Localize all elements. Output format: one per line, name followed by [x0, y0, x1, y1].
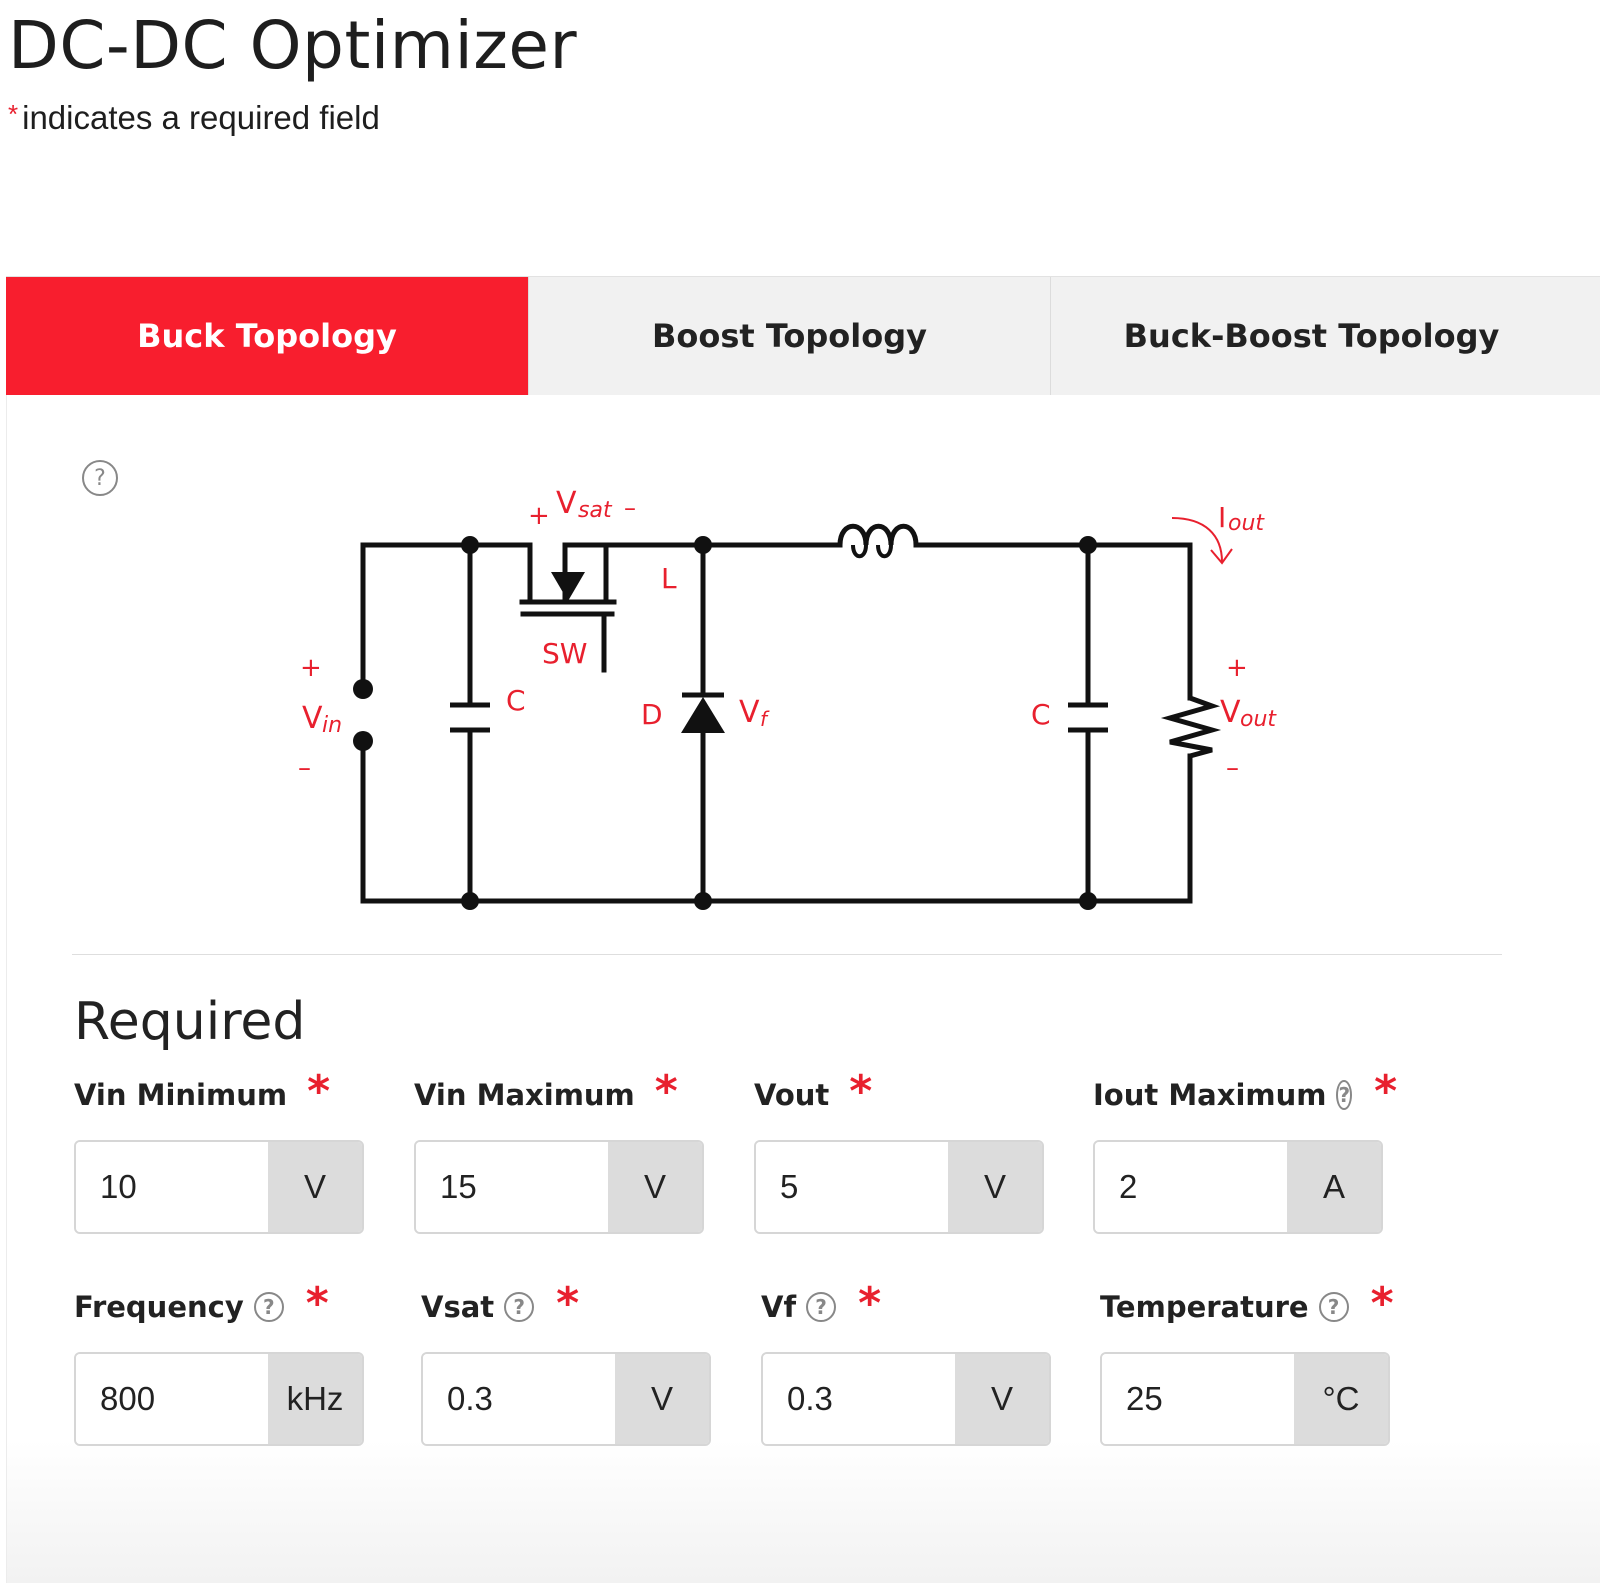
vin-subscript: in [322, 713, 342, 738]
vf-input[interactable] [763, 1354, 955, 1444]
iout-maximum-input-group: A [1093, 1140, 1383, 1234]
temperature-unit: °C [1294, 1354, 1388, 1444]
diagram-help-icon[interactable]: ? [82, 460, 118, 496]
field-temperature: Temperature ? * °C [1100, 1278, 1400, 1446]
required-marker: * [305, 1277, 329, 1329]
vout-input[interactable] [756, 1142, 948, 1232]
iout-maximum-unit: A [1287, 1142, 1381, 1232]
required-marker: * [654, 1065, 678, 1117]
vout-minus-label: – [1226, 753, 1239, 783]
vin-maximum-input[interactable] [416, 1142, 608, 1232]
vin-maximum-input-group: V [414, 1140, 704, 1234]
switch-label: SW [542, 637, 587, 670]
iout-maximum-input[interactable] [1095, 1142, 1287, 1232]
required-field-note: *indicates a required field [8, 94, 380, 138]
tab-buck-topology[interactable]: Buck Topology [6, 277, 528, 395]
vout-plus-label: + [1226, 653, 1248, 683]
vf-label: V [739, 695, 760, 730]
vout-unit: V [948, 1142, 1042, 1232]
vf-help-icon[interactable]: ? [806, 1292, 837, 1322]
temperature-input[interactable] [1102, 1354, 1294, 1444]
vsat-help-icon[interactable]: ? [504, 1292, 535, 1322]
required-marker: * [1370, 1277, 1394, 1329]
vf-field-label: Vf [761, 1290, 797, 1324]
iout-maximum-help-icon[interactable]: ? [1336, 1080, 1353, 1110]
output-capacitor-label: C [1031, 698, 1051, 731]
required-marker: * [849, 1065, 873, 1117]
required-marker: * [1374, 1065, 1398, 1117]
tab-buck-boost-topology[interactable]: Buck-Boost Topology [1050, 277, 1572, 395]
field-iout-maximum: Iout Maximum ? * A [1093, 1066, 1397, 1234]
field-vf: Vf ? * V [761, 1278, 1061, 1446]
temperature-help-icon[interactable]: ? [1318, 1292, 1349, 1322]
vout-subscript: out [1240, 707, 1277, 732]
field-frequency: Frequency ? * kHz [74, 1278, 374, 1446]
vin-maximum-unit: V [608, 1142, 702, 1232]
vsat-input[interactable] [423, 1354, 615, 1444]
tab-boost-topology[interactable]: Boost Topology [528, 277, 1050, 395]
vsat-subscript: sat [578, 498, 613, 523]
section-divider [72, 954, 1502, 955]
vout-input-group: V [754, 1140, 1044, 1234]
buck-circuit-diagram: + V sat – I out L SW C D V f C + V in – … [298, 486, 1277, 910]
frequency-unit: kHz [268, 1354, 362, 1444]
vf-unit: V [955, 1354, 1049, 1444]
vout-label: Vout [754, 1078, 830, 1112]
frequency-help-icon[interactable]: ? [253, 1292, 284, 1322]
vsat-unit: V [615, 1354, 709, 1444]
vsat-field-label: Vsat [421, 1290, 495, 1324]
vin-label: V [302, 701, 323, 736]
frequency-input-group: kHz [74, 1352, 364, 1446]
vin-minimum-input-group: V [74, 1140, 364, 1234]
vin-minimum-input[interactable] [76, 1142, 268, 1232]
frequency-label: Frequency [74, 1290, 244, 1324]
vin-plus-label: + [300, 653, 322, 683]
vin-minus-label: – [298, 753, 311, 783]
required-section-title: Required [74, 992, 306, 1052]
required-note-text: indicates a required field [22, 99, 380, 136]
required-marker: * [858, 1277, 882, 1329]
vout-label: V [1220, 695, 1241, 730]
required-star-icon: * [8, 99, 19, 129]
vf-subscript: f [760, 707, 770, 731]
vsat-minus-label: – [624, 494, 636, 522]
iout-subscript: out [1228, 511, 1265, 536]
vin-minimum-label: Vin Minimum [74, 1078, 288, 1112]
field-vin-maximum: Vin Maximum * V [414, 1066, 714, 1234]
vsat-label: V [556, 486, 577, 521]
vsat-plus-label: + [528, 501, 550, 531]
field-vout: Vout * V [754, 1066, 1054, 1234]
temperature-label: Temperature [1100, 1290, 1309, 1324]
field-vsat: Vsat ? * V [421, 1278, 721, 1446]
iout-label: I [1218, 501, 1226, 534]
required-marker: * [556, 1277, 580, 1329]
iout-maximum-label: Iout Maximum [1093, 1078, 1327, 1112]
page-title: DC-DC Optimizer [8, 7, 578, 84]
field-vin-minimum: Vin Minimum * V [74, 1066, 374, 1234]
topology-tabs: Buck Topology Boost Topology Buck-Boost … [6, 276, 1600, 396]
inductor-label: L [661, 562, 677, 595]
vin-maximum-label: Vin Maximum [414, 1078, 635, 1112]
vsat-input-group: V [421, 1352, 711, 1446]
vin-minimum-unit: V [268, 1142, 362, 1232]
diode-label: D [641, 698, 663, 731]
required-marker: * [307, 1065, 331, 1117]
temperature-input-group: °C [1100, 1352, 1390, 1446]
frequency-input[interactable] [76, 1354, 268, 1444]
input-capacitor-label: C [506, 684, 526, 717]
vf-input-group: V [761, 1352, 1051, 1446]
